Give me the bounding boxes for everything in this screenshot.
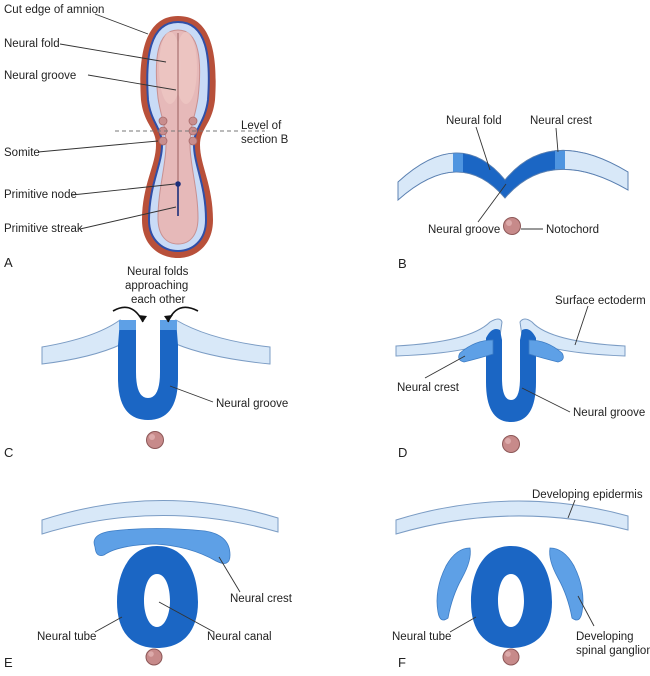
- panel-letter-e: E: [4, 655, 13, 670]
- leader-neural-groove-d: [521, 387, 571, 413]
- leader-neural-fold-b: [475, 126, 491, 171]
- approach-arrow-right: [167, 306, 199, 323]
- label-surface-ectoderm: Surface ectoderm: [555, 295, 646, 307]
- label-notochord-b: Notochord: [546, 224, 599, 236]
- somite-left-1: [158, 116, 168, 126]
- panel-b: Neural fold Neural crest Neural groove N…: [397, 115, 629, 271]
- label-neural-fold-a: Neural fold: [4, 38, 60, 50]
- leader-neural-groove-b: [477, 183, 507, 223]
- label-neural-canal-e: Neural canal: [207, 631, 272, 643]
- label-neural-groove-a: Neural groove: [4, 70, 76, 82]
- label-primitive-streak: Primitive streak: [4, 223, 83, 235]
- panel-letter-a: A: [4, 255, 13, 270]
- leader-somite: [37, 140, 159, 153]
- notochord-b: [503, 217, 521, 235]
- panel-letter-c: C: [4, 445, 13, 460]
- neural-groove-wall-d: [486, 329, 536, 422]
- panel-f: Developing epidermis Neural tube Develop…: [392, 489, 650, 670]
- ectoderm-right-c: [175, 319, 271, 365]
- panel-letter-f: F: [398, 655, 406, 670]
- panel-a: Cut edge of amnion Neural fold Neural gr…: [4, 4, 289, 270]
- leader-neural-groove-c: [169, 385, 214, 403]
- label-each-other: each other: [131, 294, 186, 306]
- label-spinal-ganglion: spinal ganglion: [576, 645, 650, 657]
- epidermis-e: [41, 500, 279, 535]
- label-cut-edge-of-amnion: Cut edge of amnion: [4, 4, 104, 16]
- neural-tube-f: [471, 546, 552, 648]
- leader-neural-crest-e: [218, 556, 241, 593]
- leader-cut-edge: [94, 13, 149, 35]
- leader-developing-epidermis: [567, 499, 576, 519]
- neural-fold-right: [175, 32, 197, 104]
- label-neural-crest-b: Neural crest: [530, 115, 593, 127]
- label-neural-crest-d: Neural crest: [397, 382, 460, 394]
- developing-epidermis-f: [395, 500, 629, 535]
- label-neural-folds: Neural folds: [127, 266, 189, 278]
- label-developing-epidermis: Developing epidermis: [532, 489, 643, 501]
- leader-neural-tube-e: [94, 616, 123, 633]
- leader-neural-crest-d: [424, 355, 466, 379]
- panel-c: Neural folds approaching each other Neur…: [4, 266, 288, 460]
- neural-groove-wall-c: [118, 320, 178, 420]
- label-primitive-node: Primitive node: [4, 189, 77, 201]
- spinal-ganglion-left-f: [436, 547, 471, 621]
- neural-crest-left-b: [453, 150, 463, 200]
- panel-e: Neural crest Neural tube Neural canal E: [4, 500, 293, 670]
- somite-left-3: [158, 136, 168, 146]
- label-somite: Somite: [4, 147, 40, 159]
- leader-neural-groove: [87, 74, 177, 91]
- leader-neural-canal-e: [158, 601, 215, 633]
- leader-neural-crest-b: [555, 127, 559, 153]
- label-approaching: approaching: [125, 280, 188, 292]
- leader-spinal-ganglion: [577, 595, 595, 627]
- label-neural-groove-b: Neural groove: [428, 224, 500, 236]
- label-level-of: Level of: [241, 120, 282, 132]
- label-neural-tube-f: Neural tube: [392, 631, 451, 643]
- spinal-ganglion-right-f: [549, 547, 584, 621]
- label-neural-crest-e: Neural crest: [230, 593, 293, 605]
- notochord-f: [502, 648, 520, 666]
- ectoderm-left-c: [41, 319, 123, 365]
- neural-crest-right-d: [528, 339, 564, 363]
- notochord-d: [502, 435, 520, 453]
- panel-letter-d: D: [398, 445, 407, 460]
- label-neural-tube-e: Neural tube: [37, 631, 96, 643]
- somite-right-1: [188, 116, 198, 126]
- notochord-e: [145, 648, 163, 666]
- somite-right-3: [188, 136, 198, 146]
- leader-primitive-streak: [79, 206, 177, 230]
- panel-d: Surface ectoderm Neural crest Neural gro…: [395, 295, 646, 460]
- neural-crest-right-c: [160, 320, 177, 330]
- label-neural-groove-c: Neural groove: [216, 398, 288, 410]
- label-developing: Developing: [576, 631, 634, 643]
- approach-arrow-left: [112, 306, 144, 323]
- panel-letter-b: B: [398, 256, 407, 271]
- leader-neural-tube-f: [449, 616, 477, 633]
- label-section-b: section B: [241, 134, 289, 146]
- leader-primitive-node: [71, 183, 176, 196]
- neural-crest-band-e: [93, 528, 231, 564]
- surface-ectoderm-left-d: [395, 318, 503, 357]
- leader-neural-fold: [59, 43, 167, 63]
- label-neural-fold-b: Neural fold: [446, 115, 502, 127]
- neural-plate-b: [463, 150, 555, 200]
- primitive-node: [175, 181, 181, 187]
- leader-surface-ectoderm: [574, 305, 589, 346]
- neural-fold-left: [159, 32, 181, 104]
- notochord-c: [146, 431, 164, 449]
- neural-crest-left-c: [119, 320, 136, 330]
- label-neural-groove-d: Neural groove: [573, 407, 645, 419]
- neural-tube-e: [117, 546, 198, 648]
